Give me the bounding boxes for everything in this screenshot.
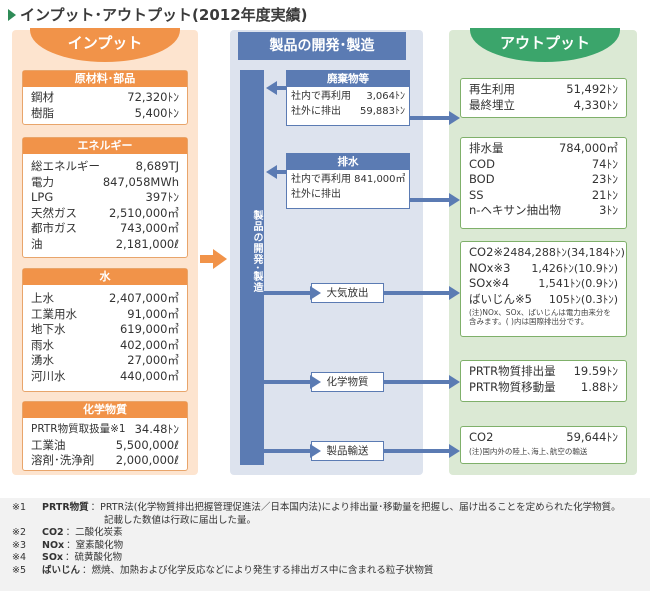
footnote: 記載した数値は行政に届出した量。 [104,514,257,526]
wastewater-out-arrow-icon [410,193,460,207]
chem-out-arrow-icon [384,375,460,389]
materials-title: 原材料･部品 [23,71,187,87]
chemical-label: 化学物質 [311,372,384,392]
energy-title: エネルギー [23,138,187,154]
transport-label: 製品輸送 [311,441,384,461]
chem-in-arrow-icon [264,375,321,389]
waste-out-arrow-icon [410,111,460,125]
air-in-arrow-icon [264,286,321,300]
air-note: (注)NOx、SOx、ばいじんは電力由来分を含みます。( )内は国際排出分です。 [469,308,611,326]
wastewater-title: 排水 [287,154,409,170]
wastewater-return-arrow-icon [266,165,286,179]
list-item: 社外に排出 [291,189,341,200]
transport-note: (注)国内外の陸上､海上､航空の輸送 [469,446,588,456]
page-title: インプット･アウトプット(2012年度実績) [8,4,308,25]
waste-return-arrow-icon [266,81,286,95]
process-header: 製品の開発･製造 [238,32,406,60]
wastewater-box: 排水 社内で再利用 841,000㎥ 社外に排出 [286,153,410,209]
process-bar: 製品の開発･製造 [240,70,264,465]
waste-title: 廃棄物等 [287,71,409,87]
water-title: 水 [23,269,187,285]
list-item: 社内で再利用 841,000㎥ [291,174,406,185]
input-arrow-icon [200,249,228,269]
triangle-icon [8,8,16,21]
air-out-arrow-icon [384,286,460,300]
transport-out-arrow-icon [384,444,460,458]
chemicals-title: 化学物質 [23,402,187,418]
transport-in-arrow-icon [264,444,321,458]
air-emission-label: 大気放出 [311,283,384,303]
